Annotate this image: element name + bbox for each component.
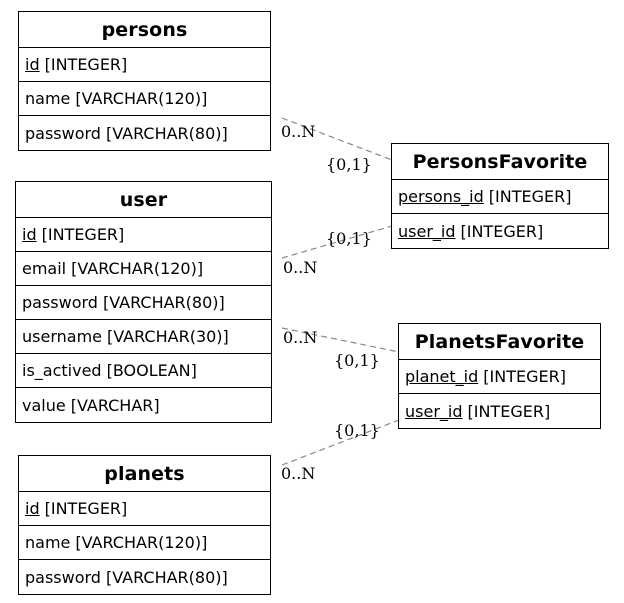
entity-attribute[interactable]: user_id[INTEGER]	[392, 214, 608, 248]
attribute-type: [INTEGER]	[483, 367, 566, 386]
entity-attribute[interactable]: is_actived[BOOLEAN]	[16, 354, 271, 388]
attribute-name: password	[22, 293, 98, 312]
attribute-name: id	[25, 55, 40, 74]
attribute-type: [VARCHAR(80)]	[102, 293, 225, 312]
entity-attribute[interactable]: id[INTEGER]	[19, 492, 270, 526]
entity-attribute[interactable]: email[VARCHAR(120)]	[16, 252, 271, 286]
cardinality-many-persons: 0..N	[281, 122, 316, 141]
entity-planets[interactable]: planets id[INTEGER] name[VARCHAR(120)] p…	[18, 455, 271, 595]
attribute-name: name	[25, 89, 71, 108]
entity-title: PersonsFavorite	[392, 144, 608, 180]
attribute-type: [VARCHAR(80)]	[105, 123, 228, 143]
attribute-name: id	[25, 499, 40, 518]
attribute-type: [VARCHAR(80)]	[105, 567, 228, 587]
entity-attribute[interactable]: password[VARCHAR(80)]	[19, 560, 270, 594]
attribute-type: [INTEGER]	[44, 499, 128, 518]
entity-attribute[interactable]: id[INTEGER]	[16, 218, 271, 252]
entity-attribute[interactable]: name[VARCHAR(120)]	[19, 82, 270, 116]
attribute-type: [VARCHAR(120)]	[75, 533, 208, 552]
attribute-type: [VARCHAR(120)]	[71, 259, 204, 278]
entity-attribute[interactable]: id[INTEGER]	[19, 48, 270, 82]
entity-title: planets	[19, 456, 270, 492]
entity-title: user	[16, 182, 271, 218]
entity-title: PlanetsFavorite	[399, 324, 600, 360]
entity-attribute[interactable]: value[VARCHAR]	[16, 388, 271, 422]
attribute-type: [VARCHAR(120)]	[75, 89, 208, 108]
attribute-name: username	[22, 327, 102, 346]
attribute-type: [INTEGER]	[460, 221, 544, 241]
entity-title: persons	[19, 12, 270, 48]
entity-attribute[interactable]: username [VARCHAR(30)]	[16, 320, 271, 354]
attribute-name: email	[22, 259, 67, 278]
attribute-name: user_id	[398, 221, 456, 241]
entity-personsfavorite[interactable]: PersonsFavorite persons_id[INTEGER] user…	[391, 143, 609, 249]
entity-user[interactable]: user id[INTEGER] email[VARCHAR(120)] pas…	[15, 181, 272, 423]
entity-attribute[interactable]: persons_id[INTEGER]	[392, 180, 608, 214]
entity-attribute[interactable]: password[VARCHAR(80)]	[19, 116, 270, 150]
cardinality-one-planetsfavorite-planets: {0,1}	[334, 421, 380, 440]
cardinality-many-user-plf: 0..N	[283, 328, 318, 347]
entity-attribute[interactable]: password[VARCHAR(80)]	[16, 286, 271, 320]
attribute-name: id	[22, 225, 37, 244]
attribute-name: is_actived	[22, 361, 102, 380]
attribute-name: name	[25, 533, 71, 552]
attribute-type: [INTEGER]	[44, 55, 128, 74]
cardinality-one-personsfavorite-user: {0,1}	[326, 229, 372, 248]
attribute-name: persons_id	[398, 187, 484, 206]
attribute-type: [VARCHAR]	[70, 395, 160, 415]
entity-attribute[interactable]: planet_id[INTEGER]	[399, 360, 600, 394]
entity-planetsfavorite[interactable]: PlanetsFavorite planet_id[INTEGER] user_…	[398, 323, 601, 429]
attribute-type: [INTEGER]	[467, 401, 551, 421]
attribute-name: password	[25, 123, 101, 143]
entity-attribute[interactable]: user_id[INTEGER]	[399, 394, 600, 428]
cardinality-many-planets: 0..N	[281, 464, 316, 483]
attribute-name: value	[22, 395, 66, 415]
entity-attribute[interactable]: name[VARCHAR(120)]	[19, 526, 270, 560]
attribute-name: planet_id	[405, 367, 479, 386]
attribute-type: [VARCHAR(30)]	[107, 327, 229, 346]
attribute-type: [INTEGER]	[41, 225, 125, 244]
entity-persons[interactable]: persons id[INTEGER] name[VARCHAR(120)] p…	[18, 11, 271, 151]
attribute-name: user_id	[405, 401, 463, 421]
attribute-name: password	[25, 567, 101, 587]
cardinality-many-user-pf: 0..N	[283, 258, 318, 277]
attribute-type: [BOOLEAN]	[106, 361, 197, 380]
attribute-type: [INTEGER]	[488, 187, 572, 206]
cardinality-one-personsfavorite: {0,1}	[326, 155, 372, 174]
cardinality-one-planetsfavorite-user: {0,1}	[334, 351, 380, 370]
